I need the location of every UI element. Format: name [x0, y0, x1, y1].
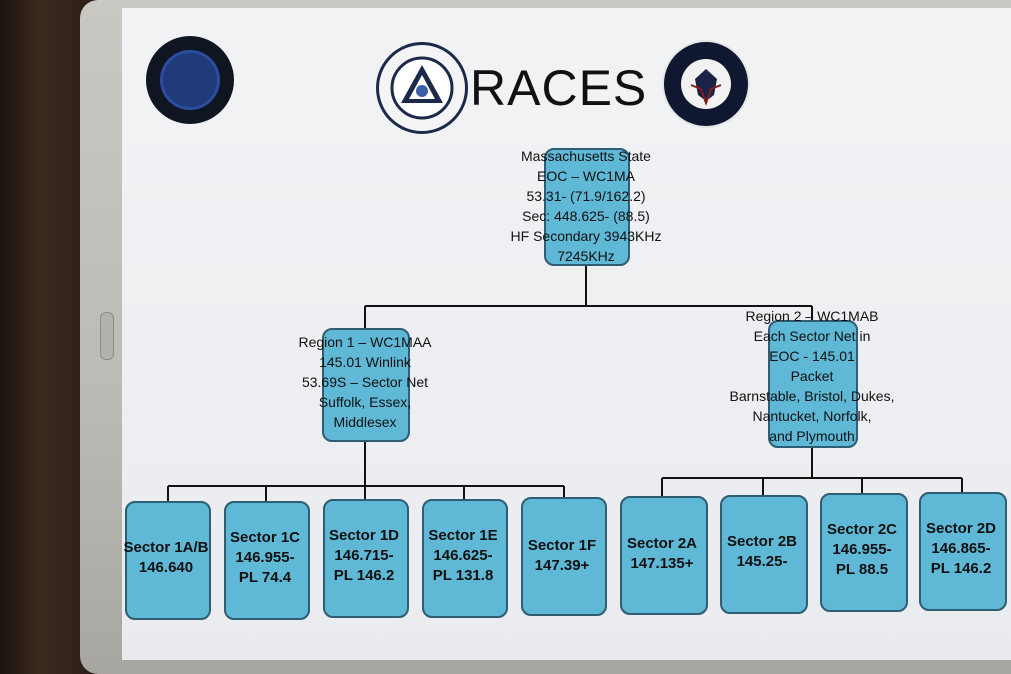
sector-line: Sector 1D [328, 527, 400, 544]
sector-line: 146.640 [138, 559, 194, 576]
sector-1f-box [521, 497, 607, 616]
sector-1c-box [224, 501, 310, 620]
sector-line: Sector 2B [726, 533, 798, 550]
homeland-security-races-seal-icon [662, 40, 750, 128]
sector-1f-label: Sector 1F 147.39+ [516, 536, 608, 576]
sector-line: 146.955- [832, 541, 892, 558]
sector-line: Sector 2A [626, 535, 698, 552]
region2-line: and Plymouth [769, 428, 855, 444]
region2-line: Nantucket, Norfolk, [752, 408, 872, 424]
background-left [0, 0, 95, 674]
sector-line: PL 74.4 [238, 569, 292, 586]
connector-lines [167, 264, 963, 501]
region1-line: Middlesex [333, 414, 397, 430]
sector-2d-label: Sector 2D 146.865- PL 146.2 [915, 519, 1007, 579]
region1-line: Suffolk, Essex, [318, 394, 412, 410]
sector-2a-box [620, 496, 708, 615]
sector-line: PL 88.5 [835, 561, 889, 578]
region2-node-label: Region 2 – WC1MAB Each Sector Net in EOC… [687, 306, 937, 446]
sector-line: 146.955- [235, 549, 295, 566]
sector-2b-label: Sector 2B 145.25- [716, 532, 808, 572]
region2-line: Each Sector Net in [753, 328, 871, 344]
sector-2c-label: Sector 2C 146.955- PL 88.5 [816, 520, 908, 580]
root-node-box [544, 148, 630, 266]
sector-line: 146.625- [433, 547, 493, 564]
sector-2d-box [919, 492, 1007, 611]
sector-line: Sector 2C [826, 521, 898, 538]
region2-line: Barnstable, Bristol, Dukes, [729, 388, 895, 404]
page-title: RACES [470, 60, 648, 116]
sector-line: PL 146.2 [930, 560, 992, 577]
sector-1d-box [323, 499, 409, 618]
region1-node-label: Region 1 – WC1MAA 145.01 Winlink 53.69S … [255, 332, 475, 432]
sector-1ab-label: Sector 1A/B 146.640 [122, 538, 212, 578]
region2-line: Packet [790, 368, 834, 384]
massachusetts-seal-icon [146, 36, 234, 124]
sector-1e-label: Sector 1E 146.625- PL 131.8 [417, 526, 509, 586]
region2-line: EOC - 145.01 [769, 348, 855, 364]
sector-2c-box [820, 493, 908, 612]
sector-2b-box [720, 495, 808, 614]
sector-1d-label: Sector 1D 146.715- PL 146.2 [318, 526, 410, 586]
region2-line: Region 2 – WC1MAB [745, 308, 879, 324]
sector-line: 145.25- [736, 553, 788, 570]
sector-line: 147.135+ [630, 555, 694, 572]
root-line: HF Secondary 3943KHz [510, 228, 662, 244]
civil-defense-races-seal-icon [376, 42, 468, 134]
region1-node-box [322, 328, 410, 442]
sector-line: 147.39+ [534, 557, 590, 574]
sector-line: Sector 1E [428, 527, 498, 544]
sector-line: 146.865- [931, 540, 991, 557]
sector-line: Sector 1C [229, 529, 301, 546]
slide-screen: RACES [122, 8, 1011, 660]
sector-line: 146.715- [334, 547, 394, 564]
sector-2a-label: Sector 2A 147.135+ [616, 534, 708, 574]
sector-1e-box [422, 499, 508, 618]
region2-node-box [768, 320, 858, 448]
sector-line: Sector 1F [527, 537, 597, 554]
root-line: 7245KHz [557, 248, 615, 264]
root-line: Massachusetts State [521, 148, 651, 164]
sector-1ab-box [125, 501, 211, 620]
sector-1c-label: Sector 1C 146.955- PL 74.4 [219, 528, 311, 588]
sector-line: PL 131.8 [432, 567, 494, 584]
sector-line: Sector 1A/B [123, 539, 209, 556]
root-line: 53.31- (71.9/162.2) [526, 188, 646, 204]
region1-line: Region 1 – WC1MAA [298, 334, 432, 350]
sector-line: PL 146.2 [333, 567, 395, 584]
root-line: Sec: 448.625- (88.5) [522, 208, 650, 224]
region1-line: 53.69S – Sector Net [301, 374, 429, 390]
root-line: EOC – WC1MA [536, 168, 635, 184]
region1-line: 145.01 Winlink [319, 354, 411, 370]
monitor-side-button [100, 312, 114, 360]
root-node-label: Massachusetts State EOC – WC1MA 53.31- (… [466, 146, 706, 266]
sector-line: Sector 2D [925, 520, 997, 537]
